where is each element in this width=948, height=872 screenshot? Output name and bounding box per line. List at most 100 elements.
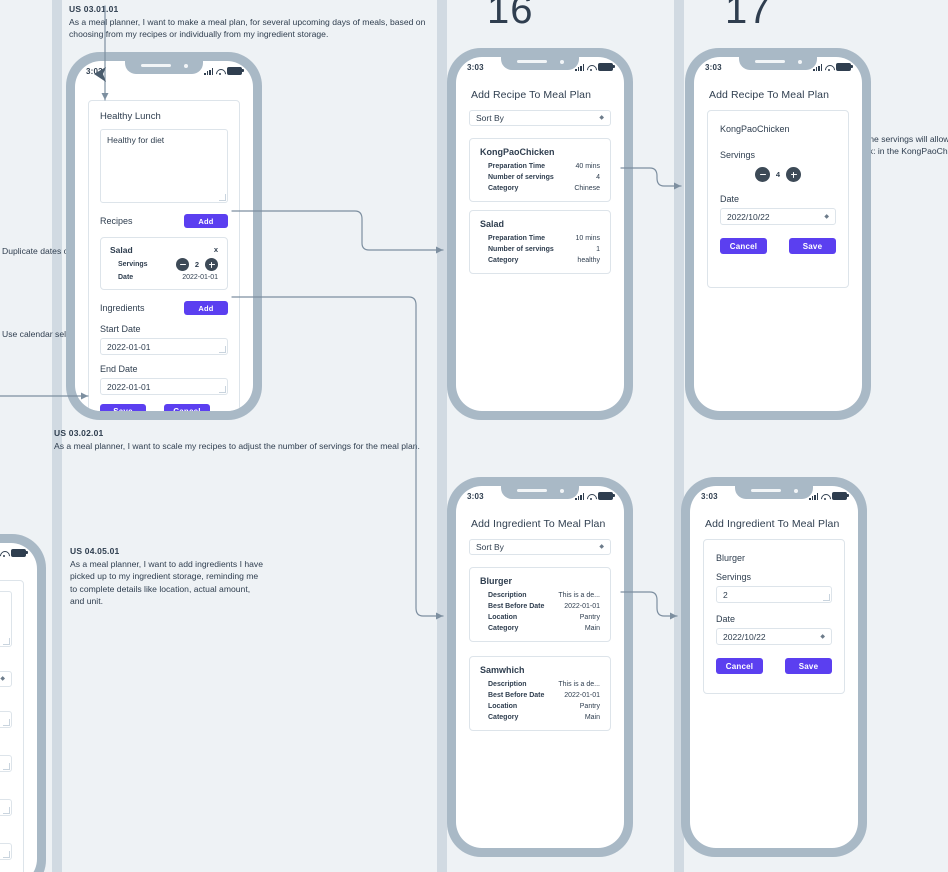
ingredient-detail-row: Description This is a de...: [488, 681, 600, 688]
cancel-button[interactable]: Cancel: [164, 404, 210, 411]
status-clock: 3:03: [705, 62, 722, 72]
front-camera: [798, 60, 802, 64]
chevron-updown-icon: ◆: [599, 544, 604, 550]
resize-handle[interactable]: [3, 719, 10, 726]
wifi-icon: [216, 68, 224, 76]
servings-stepper[interactable]: 4: [755, 167, 801, 182]
recipe-detail-panel: KongPaoChicken Servings 4 Date 2022/10/2…: [707, 110, 849, 288]
detail-key: Number of servings: [488, 246, 554, 253]
servings-stepper[interactable]: 2: [176, 258, 218, 271]
recipe-detail-row: Number of servings 4: [488, 174, 600, 181]
speaker-grill: [751, 489, 781, 492]
start-date-value: 2022-01-01: [107, 341, 151, 352]
meal-plan-form-panel: Healthy Lunch Healthy for diet Recipes A…: [88, 100, 240, 411]
cancel-button[interactable]: Cancel: [716, 658, 763, 674]
recipe-detail-row: Number of servings 1: [488, 246, 600, 253]
ingredient-name: Samwhich: [480, 665, 525, 675]
status-clock: 3:03: [467, 491, 484, 501]
servings-value: 4: [775, 170, 781, 179]
increment-icon[interactable]: [786, 167, 801, 182]
slide-number-17: 17: [725, 0, 772, 32]
decrement-icon[interactable]: [755, 167, 770, 182]
note-duplicate-dates: Duplicate dates ok!: [2, 246, 76, 256]
servings-label: Servings: [716, 572, 752, 582]
page-title: Add Ingredient To Meal Plan: [705, 518, 840, 530]
end-date-input[interactable]: 2022-01-01: [100, 378, 228, 395]
offscreen-select[interactable]: ◆: [0, 671, 12, 687]
ingredient-list-item[interactable]: Samwhich Description This is a de... Bes…: [469, 656, 611, 731]
detail-value: 4: [596, 174, 600, 181]
resize-handle[interactable]: [3, 851, 10, 858]
chevron-updown-icon: ◆: [820, 633, 825, 640]
resize-handle[interactable]: [219, 194, 226, 201]
add-recipe-button[interactable]: Add: [184, 214, 228, 228]
resize-handle[interactable]: [219, 346, 226, 353]
phone-partial-offscreen: 3:03 ◆: [0, 534, 46, 872]
recipe-detail-row: Category healthy: [488, 257, 600, 264]
offscreen-input-2[interactable]: [0, 755, 12, 772]
wifi-icon: [0, 550, 8, 558]
cancel-button[interactable]: Cancel: [720, 238, 767, 254]
description-textarea[interactable]: Healthy for diet: [100, 129, 228, 203]
resize-handle[interactable]: [3, 638, 10, 645]
save-button[interactable]: Save: [100, 404, 146, 411]
meal-plan-name: Healthy Lunch: [100, 111, 161, 122]
save-button[interactable]: Save: [785, 658, 832, 674]
ingredient-detail-row: Category Main: [488, 625, 600, 632]
ingredient-list-item[interactable]: Blurger Description This is a de... Best…: [469, 567, 611, 642]
date-label: Date: [118, 274, 134, 281]
offscreen-input-1[interactable]: [0, 711, 12, 728]
separator-band: [52, 0, 62, 872]
resize-handle[interactable]: [219, 386, 226, 393]
servings-value: 2: [194, 260, 200, 269]
offscreen-input-4[interactable]: [0, 843, 12, 860]
servings-value: 2: [723, 589, 728, 600]
signal-icon: [575, 64, 584, 72]
sort-by-value: Sort By: [476, 542, 504, 552]
recipe-detail-row: Preparation Time 10 mins: [488, 235, 600, 242]
chevron-updown-icon: ◆: [0, 676, 5, 682]
chevron-updown-icon: ◆: [599, 115, 604, 121]
phone-add-ingredient-list: 3:03 Add Ingredient To Meal Plan Sort By…: [447, 477, 633, 857]
resize-handle[interactable]: [3, 763, 10, 770]
detail-value: healthy: [577, 257, 600, 264]
resize-handle[interactable]: [3, 807, 10, 814]
detail-key: Best Before Date: [488, 603, 545, 610]
servings-input[interactable]: 2: [716, 586, 832, 603]
recipe-list-item[interactable]: Salad Preparation Time 10 mins Number of…: [469, 210, 611, 274]
detail-value: 2022-01-01: [564, 692, 600, 699]
detail-key: Location: [488, 614, 518, 621]
close-icon[interactable]: x: [213, 245, 218, 254]
start-date-input[interactable]: 2022-01-01: [100, 338, 228, 355]
battery-icon: [11, 548, 28, 558]
phone-notch: [501, 57, 579, 70]
detail-key: Preparation Time: [488, 163, 546, 170]
user-story-03-02-01: US 03.02.01 As a meal planner, I want to…: [54, 428, 454, 452]
page-title: Add Recipe To Meal Plan: [471, 89, 592, 101]
detail-key: Category: [488, 185, 519, 192]
increment-icon[interactable]: [205, 258, 218, 271]
detail-key: Description: [488, 592, 527, 599]
date-value: 2022/10/22: [727, 211, 770, 222]
offscreen-textarea[interactable]: [0, 591, 12, 647]
recipe-list-item[interactable]: KongPaoChicken Preparation Time 40 mins …: [469, 138, 611, 202]
battery-icon: [598, 491, 615, 501]
sort-by-select[interactable]: Sort By ◆: [469, 110, 611, 126]
phone-add-recipe-detail: 3:03 Add Recipe To Meal Plan KongPaoChic…: [685, 48, 871, 420]
sort-by-select[interactable]: Sort By ◆: [469, 539, 611, 555]
page-title: Add Ingredient To Meal Plan: [471, 518, 606, 530]
decrement-icon[interactable]: [176, 258, 189, 271]
recipe-detail-row: Preparation Time 40 mins: [488, 163, 600, 170]
resize-handle[interactable]: [823, 594, 830, 601]
save-button[interactable]: Save: [789, 238, 836, 254]
date-select[interactable]: 2022/10/22 ◆: [716, 628, 832, 645]
add-ingredient-button[interactable]: Add: [184, 301, 228, 315]
signal-icon: [204, 68, 213, 76]
detail-value: 10 mins: [575, 235, 600, 242]
offscreen-input-3[interactable]: [0, 799, 12, 816]
status-bar: 3:03: [0, 543, 37, 560]
ingredient-detail-row: Category Main: [488, 714, 600, 721]
date-select[interactable]: 2022/10/22 ◆: [720, 208, 836, 225]
battery-icon: [598, 62, 615, 72]
slide-number-16: 16: [487, 0, 534, 32]
